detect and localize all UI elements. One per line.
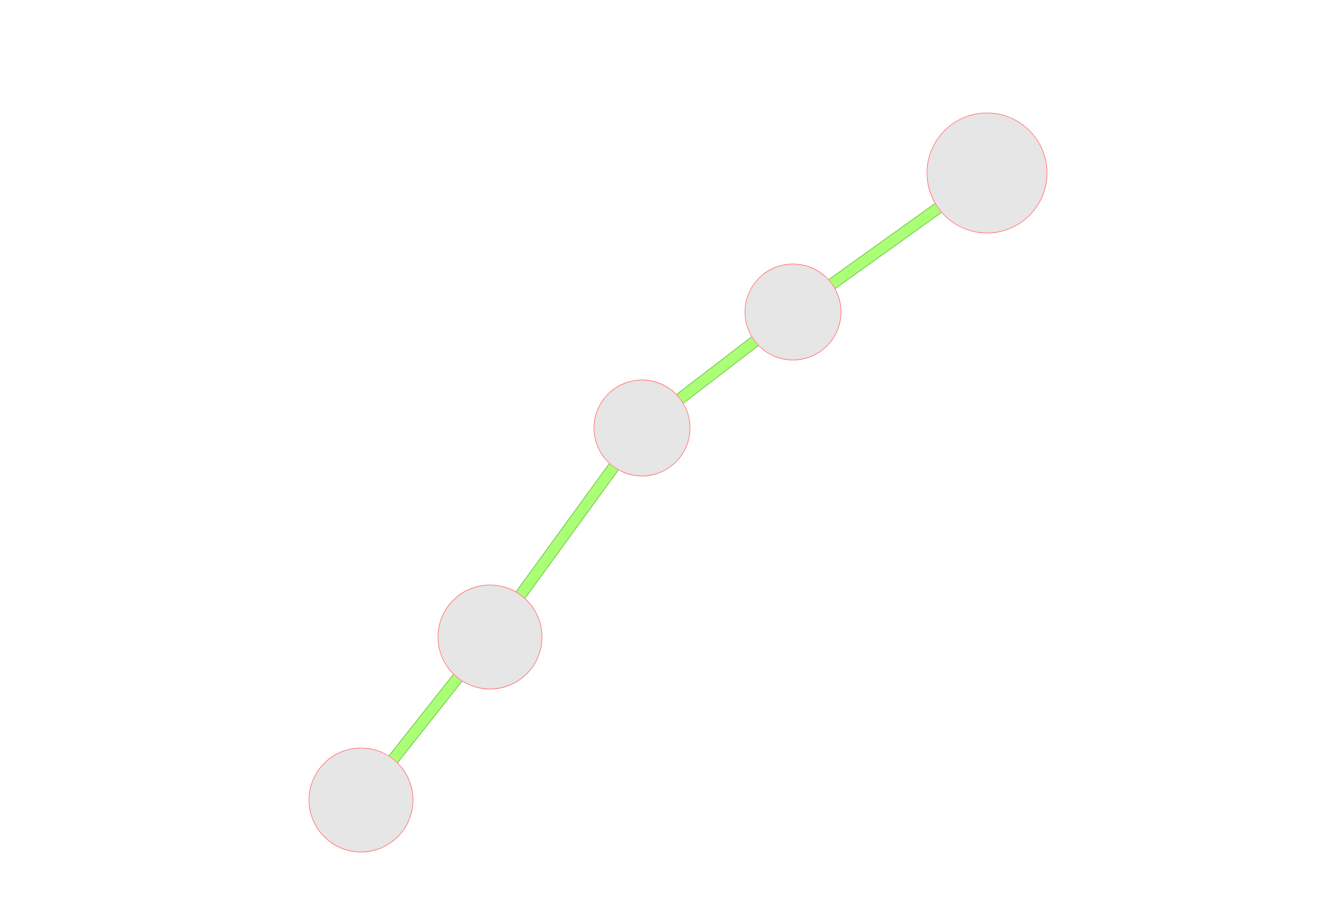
edges-layer: [356, 168, 991, 804]
graph-node-2: [437, 584, 543, 690]
graph-node-5: [926, 112, 1048, 234]
nodes-layer: [308, 112, 1048, 853]
graph-node-3: [593, 379, 691, 477]
graph-node-1: [308, 747, 414, 853]
graph-node-4: [744, 263, 842, 361]
